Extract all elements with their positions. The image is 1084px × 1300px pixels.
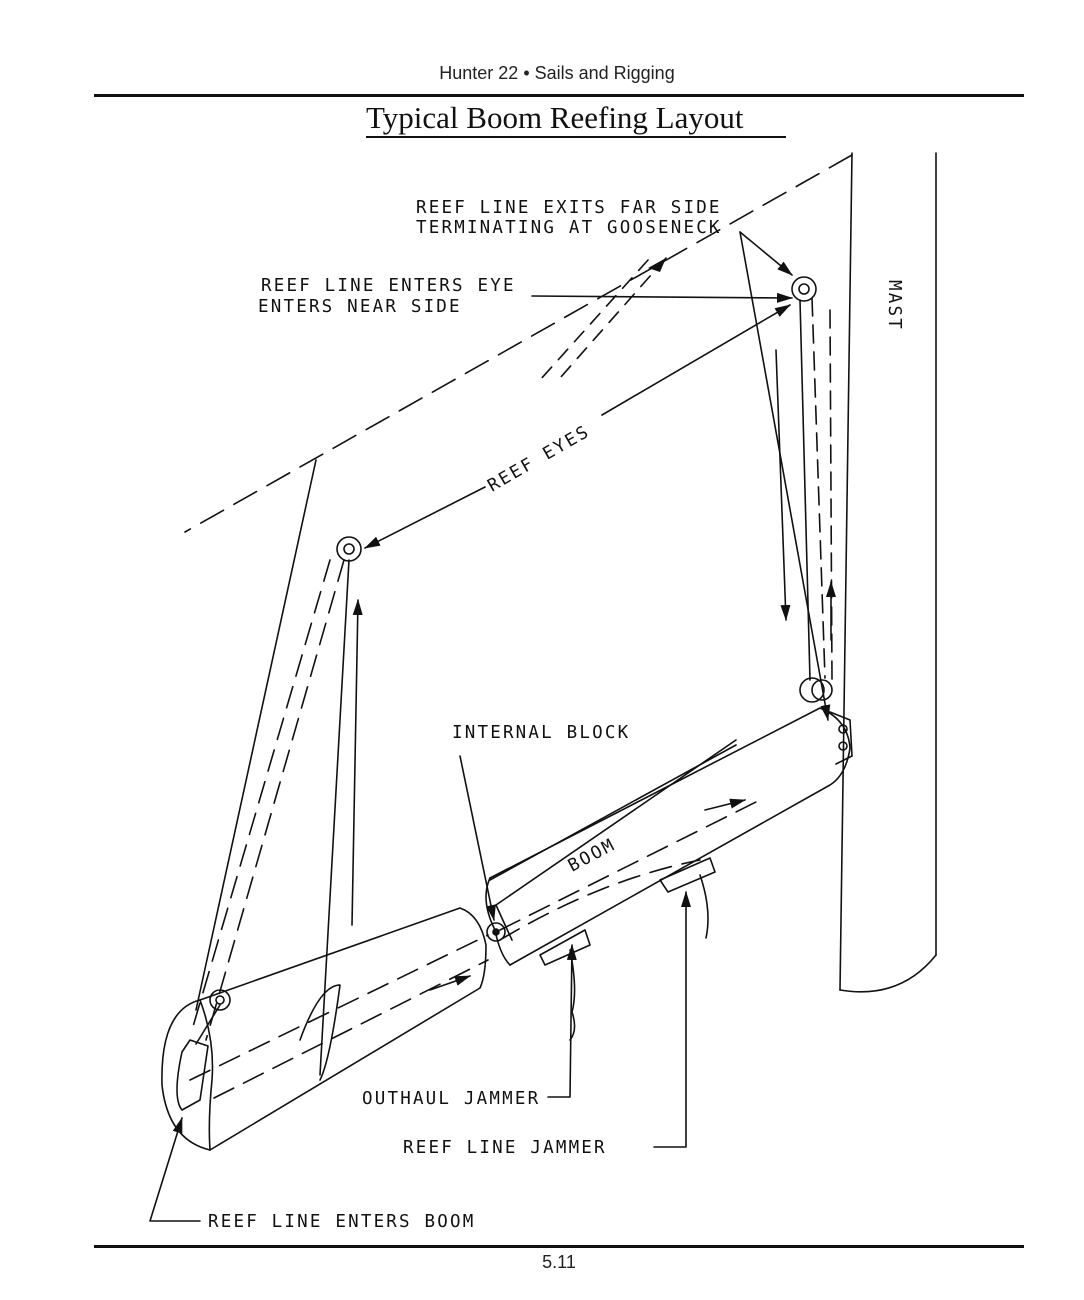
page-title: Typical Boom Reefing Layout (366, 100, 786, 138)
label-enters-eye-line1: REEF LINE ENTERS EYE (261, 276, 516, 296)
label-reef-eyes: REEF EYES (485, 422, 594, 497)
label-outhaul-jammer: OUTHAUL JAMMER (362, 1089, 540, 1109)
forward-reef-line (799, 299, 811, 681)
label-reef-line-jammer: REEF LINE JAMMER (403, 1138, 607, 1158)
label-boom: BOOM (565, 835, 619, 877)
sail-leech-dashed (184, 154, 853, 533)
label-internal-block: INTERNAL BLOCK (452, 723, 630, 743)
leader-reef-enters-eye (531, 292, 793, 303)
leader-reef-enters-boom (149, 1117, 201, 1222)
label-enters-eye-line2: ENTERS NEAR SIDE (258, 297, 462, 317)
boom-end-hook (176, 1039, 209, 1111)
footer-rule (94, 1245, 1024, 1248)
leader-reef-line-jammer (653, 891, 691, 1148)
leader-reef-eyes-fwd (601, 304, 791, 416)
aft-reef-line (319, 559, 350, 1076)
leader-outhaul-jammer (547, 944, 577, 1098)
leech-solid-line (195, 459, 317, 1011)
internal-reef-line (189, 799, 761, 1099)
internal-block (486, 922, 506, 942)
boom-flow-arrow-2 (704, 798, 746, 811)
reef-line-loop (299, 984, 341, 1081)
sail-dashed-arrow (539, 257, 667, 381)
label-reef-exits-line2: TERMINATING AT GOOSENECK (416, 218, 722, 238)
leader-reef-exits-1 (739, 231, 793, 276)
reef-eye-aft (336, 536, 362, 562)
outhaul-jammer (539, 929, 591, 1041)
boom (161, 677, 853, 1151)
leader-reef-eyes-aft (364, 486, 486, 549)
header-rule (94, 94, 1024, 97)
reef-eye-forward (791, 276, 817, 302)
leader-internal-block (459, 755, 496, 921)
label-reef-exits-line1: REEF LINE EXITS FAR SIDE (416, 198, 722, 218)
page-number: 5.11 (542, 1252, 576, 1272)
mast (839, 152, 937, 993)
boom-flow-arrow-1 (429, 975, 471, 991)
label-mast: MAST (884, 280, 904, 331)
running-header: Hunter 22 • Sails and Rigging (439, 63, 675, 83)
label-reef-enters-boom: REEF LINE ENTERS BOOM (208, 1212, 475, 1232)
reef-line-jammer (659, 857, 716, 939)
leader-reef-exits-2 (739, 231, 831, 721)
